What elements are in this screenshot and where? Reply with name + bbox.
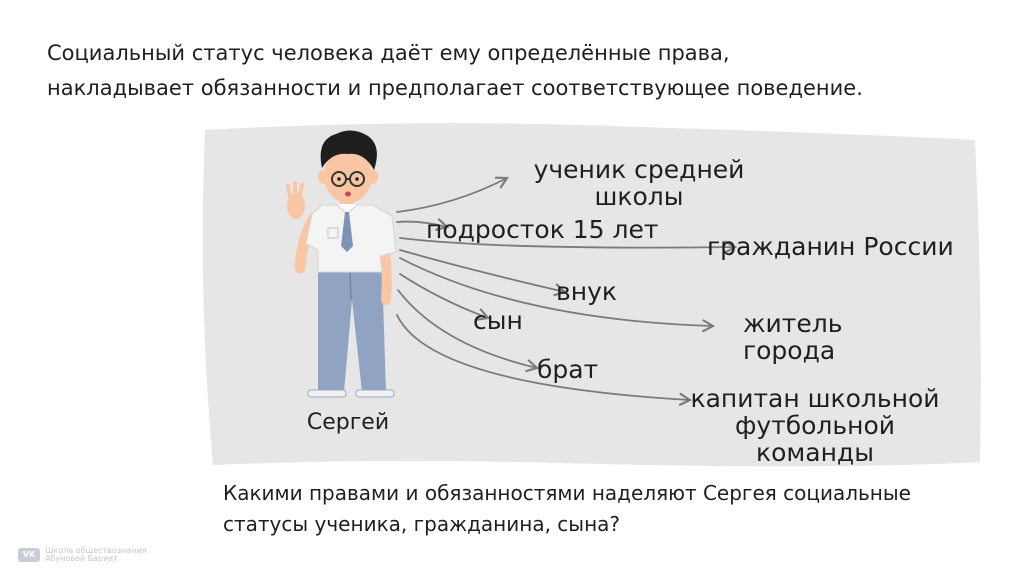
arrow-brother — [397, 289, 540, 373]
logo-line-2: Абуновой Барият — [45, 554, 118, 563]
arrow-citizen — [399, 237, 738, 254]
hair — [320, 130, 377, 170]
status-brother: брат — [537, 356, 598, 383]
left-shoe — [307, 389, 347, 398]
status-son: сын — [473, 307, 523, 334]
school-logo: VK Школа обществознания Абуновой Барият — [18, 547, 146, 563]
panel-shape — [202, 123, 981, 467]
arrow-resident — [399, 257, 716, 333]
status-citizen: гражданин России — [707, 233, 954, 260]
status-label-line-1: города — [743, 336, 836, 365]
logo-caption: Школа обществознания Абуновой Барият — [45, 547, 146, 563]
tie — [341, 212, 353, 252]
person-illustration — [286, 130, 397, 398]
shirt-pocket — [327, 227, 339, 239]
status-teen: подросток 15 лет — [426, 216, 658, 243]
status-label-line-0: сын — [473, 306, 523, 335]
waving-hand — [287, 193, 305, 219]
arrows — [396, 176, 738, 407]
status-label-line-2: команды — [756, 438, 874, 467]
right-shoe — [355, 389, 395, 398]
vk-logo-icon: VK — [18, 548, 40, 562]
trousers — [318, 268, 386, 392]
status-label-line-0: гражданин России — [707, 232, 954, 261]
arrow-grandson — [399, 249, 568, 297]
status-grandson: внук — [556, 278, 617, 305]
status-label-line-0: ученик средней — [533, 155, 745, 184]
status-label-line-1: футбольной — [734, 411, 896, 440]
intro-text: Социальный статус человека даёт ему опре… — [47, 41, 863, 100]
head — [324, 149, 372, 203]
status-label-line-1: школы — [594, 182, 684, 211]
question-text: Какими правами и обязанностями наделяют … — [223, 481, 911, 536]
person-name: Сергей — [306, 410, 390, 435]
status-label-line-0: житель — [743, 309, 843, 338]
status-label-line-0: внук — [556, 277, 617, 306]
status-label-line-0: подросток 15 лет — [426, 215, 659, 244]
mouth — [345, 191, 351, 197]
status-label-line-0: брат — [537, 355, 599, 384]
arrow-student — [396, 176, 509, 213]
arrow-teen — [396, 217, 450, 232]
status-label-line-0: капитан школьной — [690, 384, 940, 413]
logo-line-1: Школа обществознания — [45, 546, 147, 555]
arrow-son — [399, 273, 491, 321]
arrow-captain — [396, 314, 693, 407]
